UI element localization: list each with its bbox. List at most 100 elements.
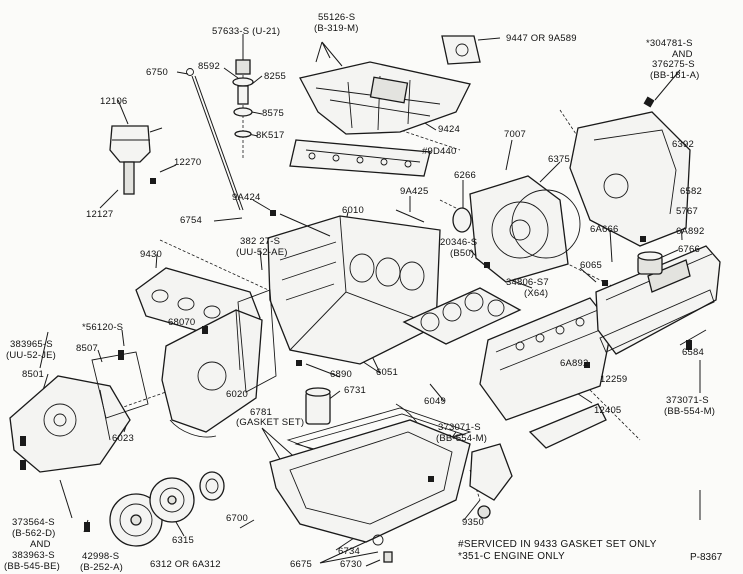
label-6A892-top: 6A892: [676, 226, 705, 237]
label-12127: 12127: [86, 209, 114, 220]
rocker-cover: [595, 245, 721, 355]
seal-6700: [199, 471, 225, 501]
dipstick: [186, 68, 244, 211]
label-304781-and: AND: [672, 49, 693, 60]
label-8575: 8575: [262, 108, 284, 119]
label-373071-right-code: (BB-554-M): [664, 406, 716, 417]
label-383963: 383963-S: [12, 550, 55, 561]
label-6781-set: (GASKET SET): [236, 417, 305, 428]
valley-gasket: [289, 139, 431, 177]
label-6315: 6315: [172, 535, 194, 546]
label-376275: 376275-S: [652, 59, 695, 70]
label-20346: 20346-S: [440, 237, 478, 248]
bolts: [20, 96, 692, 532]
rails: [279, 209, 425, 237]
label-6392: 6392: [672, 139, 694, 150]
label-9A424: 9A424: [232, 192, 261, 203]
label-373564-code: (B-562-D): [12, 528, 56, 539]
filler-cap: [637, 251, 663, 275]
front-cover: [161, 309, 263, 433]
label-8592: 8592: [198, 61, 220, 72]
label-55126-code: (B-319-M): [314, 23, 359, 34]
label-12106: 12106: [100, 96, 128, 107]
rocker-hardware: [232, 59, 254, 138]
plate-number: P-8367: [690, 552, 723, 563]
label-42998-code: (B-252-A): [80, 562, 123, 573]
seal-6266: [452, 207, 472, 233]
note-engine: *351-C ENGINE ONLY: [458, 551, 565, 562]
label-6766: 6766: [678, 244, 700, 255]
label-373564-and: AND: [30, 539, 51, 550]
label-6584: 6584: [682, 347, 704, 358]
label-68070: 68070: [168, 317, 196, 328]
label-8507: 8507: [76, 343, 98, 354]
oil-pump-screen: [469, 443, 513, 519]
label-6734: 6734: [338, 546, 360, 557]
front-gasket: [237, 289, 277, 393]
label-373564: 373564-S: [12, 517, 55, 528]
damper-pulley: [109, 477, 195, 547]
label-9A425: 9A425: [400, 186, 429, 197]
intake-manifold: [299, 61, 471, 135]
label-373071-mid: 373071-S: [438, 422, 481, 433]
label-6010: 6010: [342, 205, 364, 216]
label-6A666: 6A666: [590, 224, 619, 235]
label-9430: 9430: [140, 249, 162, 260]
label-12270: 12270: [174, 157, 202, 168]
label-6266: 6266: [454, 170, 476, 181]
label-7007: 7007: [504, 129, 526, 140]
label-38227-code: (UU-52-AE): [236, 247, 288, 258]
label-6065: 6065: [580, 260, 602, 271]
note-serviced: #SERVICED IN 9433 GASKET SET ONLY: [458, 539, 657, 550]
cylinder-block: [267, 215, 441, 365]
label-304781: *304781-S: [646, 38, 693, 49]
label-6675: 6675: [290, 559, 312, 570]
label-34806-code: (X64): [524, 288, 549, 299]
baffle-12405: [528, 403, 607, 449]
label-9D440: #9D440: [422, 146, 457, 157]
label-373071-mid-code: (BB-554-M): [436, 433, 488, 444]
label-55126: 55126-S: [318, 12, 356, 23]
water-pump: [9, 375, 131, 473]
label-6020: 6020: [226, 389, 248, 400]
label-6700: 6700: [226, 513, 248, 524]
label-373071-right: 373071-S: [666, 395, 709, 406]
label-8255: 8255: [264, 71, 286, 82]
label-6730: 6730: [340, 559, 362, 570]
label-12259: 12259: [600, 374, 628, 385]
label-34806: 34806-S7: [506, 277, 549, 288]
cylinder-head: [479, 297, 613, 421]
label-8K517: 8K517: [256, 130, 285, 141]
label-6049: 6049: [424, 396, 446, 407]
label-6051: 6051: [376, 367, 398, 378]
label-12405: 12405: [594, 405, 622, 416]
label-5767: 5767: [676, 206, 698, 217]
label-9447: 9447 OR 9A589: [506, 33, 577, 44]
label-376275-code: (BB-181-A): [650, 70, 700, 81]
label-6375: 6375: [548, 154, 570, 165]
label-6312: 6312 OR 6A312: [150, 559, 221, 570]
label-383965: 383965-S: [10, 339, 53, 350]
label-56120: *56120-S: [82, 322, 124, 333]
head-gasket: [402, 287, 522, 345]
label-6781: 6781: [250, 407, 272, 418]
oil-pan: [269, 419, 471, 543]
label-6582: 6582: [680, 186, 702, 197]
label-6731: 6731: [344, 385, 366, 396]
label-6890: 6890: [330, 369, 352, 380]
rocker-cover-gasket: [599, 289, 715, 353]
label-38227: 382 27-S: [240, 236, 281, 247]
label-383965-code: (UU-52-JE): [6, 350, 57, 361]
label-6023: 6023: [112, 433, 134, 444]
flywheel: [469, 175, 581, 283]
label-20346-code: (B50): [450, 248, 475, 259]
bell-housing: [569, 111, 691, 247]
drain-plug: [372, 534, 393, 563]
label-383963-code: (BB-545-BE): [4, 561, 61, 572]
label-9424: 9424: [438, 124, 460, 135]
label-6754: 6754: [180, 215, 202, 226]
label-8501: 8501: [22, 369, 44, 380]
label-9350: 9350: [462, 517, 484, 528]
